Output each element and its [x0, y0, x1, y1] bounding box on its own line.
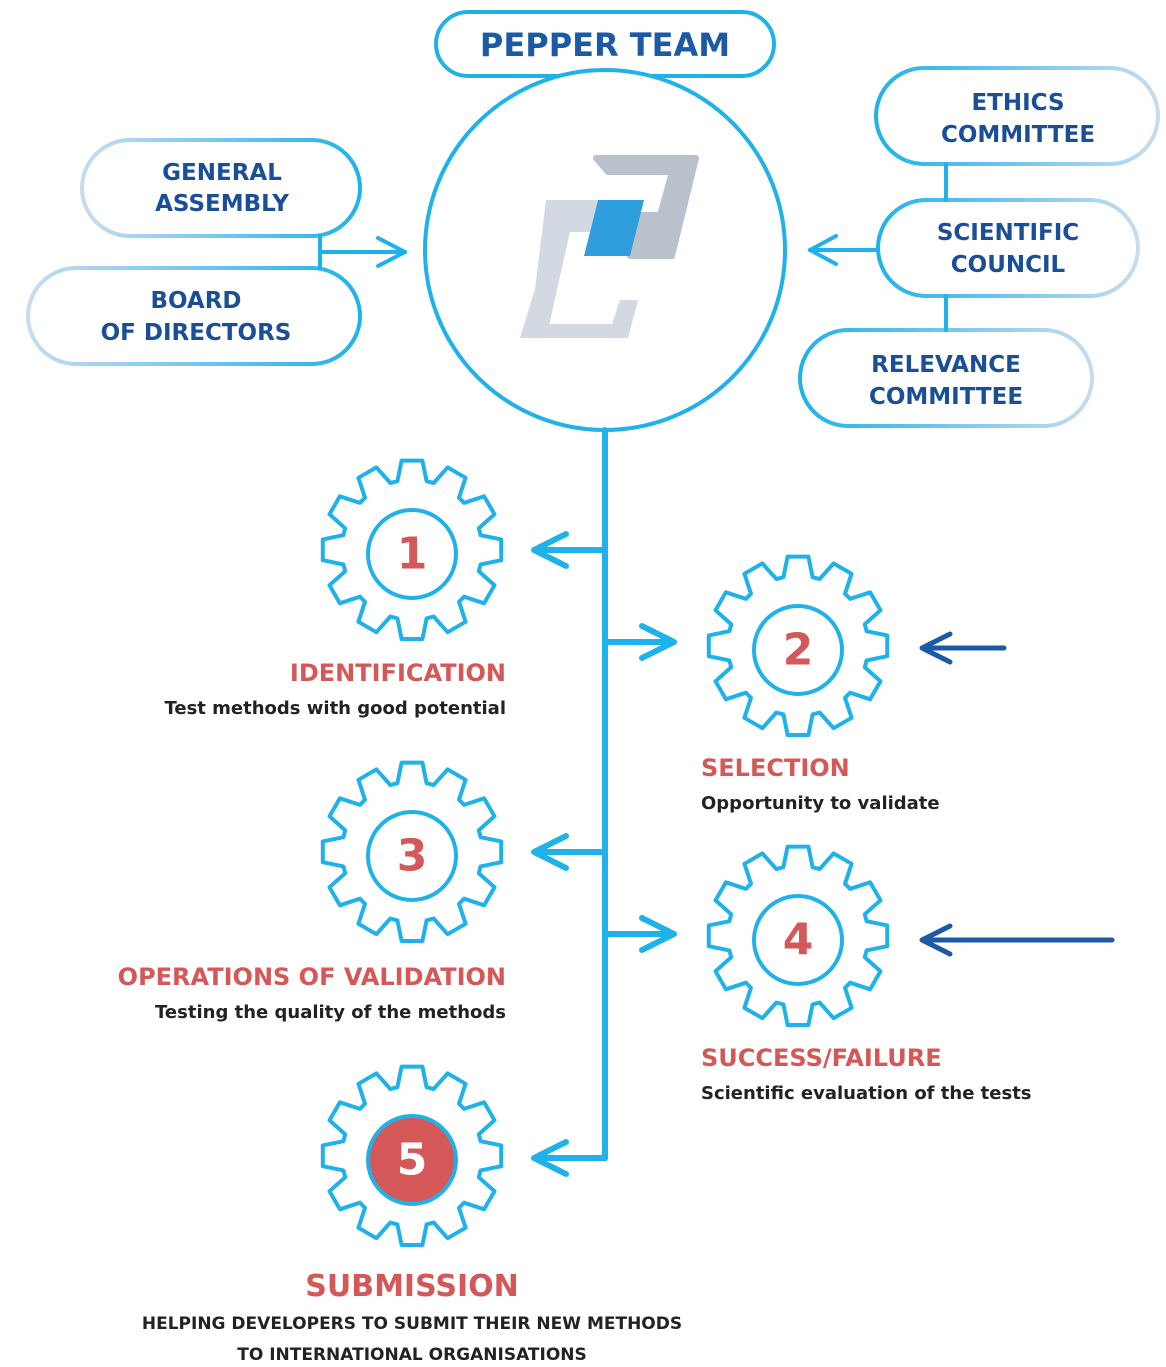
step-5-labels: SUBMISSION HELPING DEVELOPERS TO SUBMIT …: [142, 1269, 682, 1365]
step-2-gear-icon: 2: [706, 554, 890, 737]
step-4-description: Scientific evaluation of the tests: [701, 1083, 1032, 1104]
step-4-labels: SUCCESS/FAILURE Scientific evaluation of…: [701, 1044, 1032, 1104]
step-4-gear-icon: 4: [706, 844, 890, 1027]
right-connector-arrow: [808, 162, 948, 332]
pepper-logo-icon: [520, 155, 699, 338]
step-5-number: 5: [397, 1135, 428, 1186]
step-1-description: Test methods with good potential: [164, 698, 506, 719]
left-connector-arrow: [318, 234, 407, 270]
step-3-number: 3: [397, 831, 428, 882]
step-1-title: IDENTIFICATION: [290, 659, 506, 687]
relevance-to-selection-arrow: [919, 425, 1007, 665]
ethics-committee-line1: ETHICS: [971, 90, 1064, 116]
step-3-labels: OPERATIONS OF VALIDATION Testing the qua…: [118, 963, 506, 1023]
step-2-labels: SELECTION Opportunity to validate: [701, 754, 940, 814]
council-to-evaluation-arrow: [919, 297, 1115, 957]
step-2-number: 2: [783, 625, 814, 676]
relevance-committee-line1: RELEVANCE: [871, 352, 1021, 378]
general-assembly-line2: ASSEMBLY: [155, 191, 289, 217]
relevance-committee-line2: COMMITTEE: [869, 384, 1023, 410]
process-trunk: [531, 427, 677, 1177]
step-5-description-line2: TO INTERNATIONAL ORGANISATIONS: [237, 1345, 587, 1365]
scientific-council-line1: SCIENTIFIC: [937, 220, 1079, 246]
step-3-title: OPERATIONS OF VALIDATION: [118, 963, 506, 991]
pepper-logo-circle: [423, 68, 787, 432]
general-assembly-pill: GENERAL ASSEMBLY: [80, 138, 362, 238]
step-1-gear-icon: 1: [320, 458, 504, 641]
step-5-title: SUBMISSION: [305, 1269, 519, 1304]
relevance-committee-pill: RELEVANCE COMMITTEE: [798, 328, 1094, 428]
board-of-directors-pill: BOARD OF DIRECTORS: [26, 266, 362, 366]
step-5-description-line1: HELPING DEVELOPERS TO SUBMIT THEIR NEW M…: [142, 1314, 682, 1334]
ethics-committee-line2: COMMITTEE: [941, 122, 1095, 148]
scientific-council-pill: SCIENTIFIC COUNCIL: [876, 198, 1140, 298]
board-of-directors-line2: OF DIRECTORS: [101, 320, 292, 346]
step-2-title: SELECTION: [701, 754, 850, 782]
scientific-council-line2: COUNCIL: [951, 252, 1066, 278]
step-2-description: Opportunity to validate: [701, 793, 940, 814]
step-4-title: SUCCESS/FAILURE: [701, 1044, 942, 1072]
ethics-committee-pill: ETHICS COMMITTEE: [874, 66, 1160, 166]
step-5-gear-icon: 5: [320, 1064, 504, 1247]
step-3-gear-icon: 3: [320, 760, 504, 943]
general-assembly-line1: GENERAL: [162, 160, 282, 186]
step-1-number: 1: [397, 529, 428, 580]
board-of-directors-line1: BOARD: [150, 288, 241, 314]
step-3-description: Testing the quality of the methods: [155, 1002, 506, 1023]
pepper-team-label: PEPPER TEAM: [480, 26, 730, 64]
pepper-team-pill: PEPPER TEAM: [434, 10, 776, 78]
step-1-labels: IDENTIFICATION Test methods with good po…: [164, 659, 506, 719]
step-4-number: 4: [783, 915, 814, 966]
